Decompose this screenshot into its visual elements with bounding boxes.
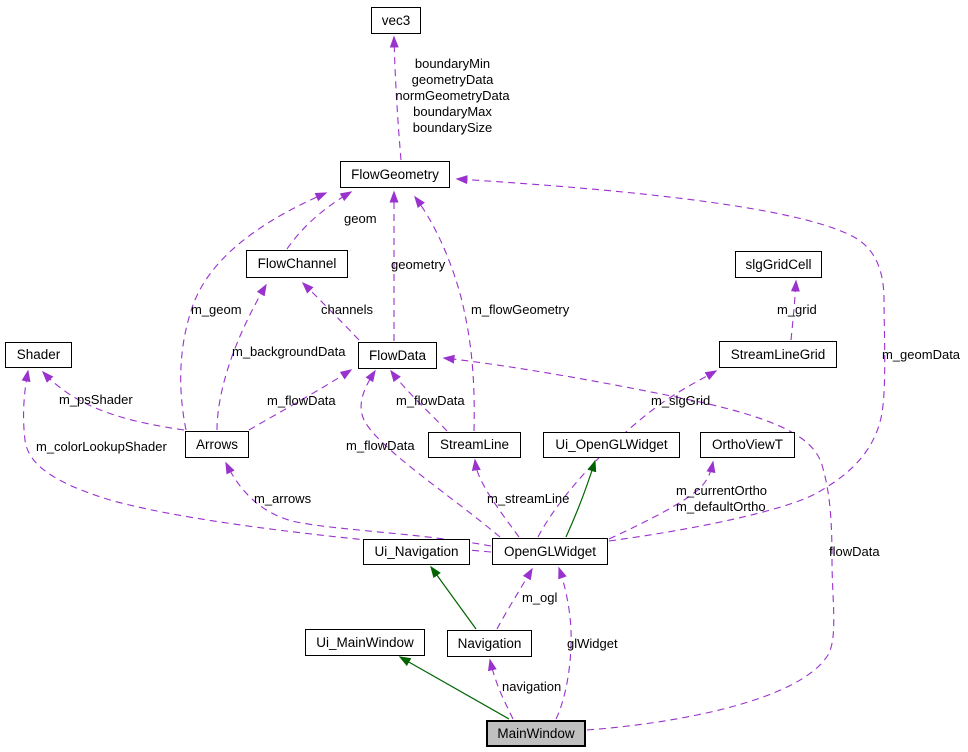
node-navigation[interactable]: Navigation [447, 630, 532, 657]
edge-arrows-shader [41, 370, 185, 431]
node-uinavigation[interactable]: Ui_Navigation [363, 539, 470, 565]
edge-label-m-psshader: m_psShader [59, 392, 133, 407]
edge-openglwidget-orthoviewt [608, 460, 716, 540]
node-arrows[interactable]: Arrows [185, 431, 249, 458]
edge-label-glwidget: glWidget [567, 636, 618, 651]
node-flowchannel[interactable]: FlowChannel [246, 250, 348, 278]
edge-label-m-streamline: m_streamLine [487, 491, 570, 506]
edge-openglwidget-streamline [471, 458, 520, 538]
edge-label-vec3-members: boundaryMin geometryData normGeometryDat… [395, 56, 510, 135]
node-flowgeometry[interactable]: FlowGeometry [340, 161, 450, 188]
edge-label-m-geom: m_geom [191, 302, 242, 317]
edge-label-m-colorlookupshader: m_colorLookupShader [36, 439, 167, 454]
node-streamline[interactable]: StreamLine [428, 432, 521, 458]
edge-label-channels: channels [321, 302, 374, 317]
edge-label-m-flowgeometry: m_flowGeometry [471, 302, 570, 317]
edge-flowgeometry-vec3 [389, 35, 402, 161]
edge-label-m-arrows: m_arrows [254, 491, 312, 506]
edge-label-m-backgrounddata: m_backgroundData [232, 344, 346, 359]
edge-label-geometry: geometry [391, 257, 446, 272]
edge-mainwindow-navigation [487, 658, 514, 720]
edge-label-m-flowdata-arrows: m_flowData [267, 393, 336, 408]
edge-streamlinegrid-slggridcell [790, 279, 800, 341]
edge-navigation-openglwidget [496, 567, 533, 630]
edge-label-m-flowdata-ogl: m_flowData [346, 438, 415, 453]
edge-label-m-grid: m_grid [777, 302, 817, 317]
edge-openglwidget-arrows [225, 461, 492, 547]
edge-label-geom: geom [344, 211, 377, 226]
edge-openglwidget-streamlinegrid [537, 370, 718, 538]
node-orthoviewt[interactable]: OrthoViewT [700, 432, 795, 458]
edge-streamline-flowdata [390, 369, 448, 432]
node-uimainwindow[interactable]: Ui_MainWindow [305, 629, 425, 656]
edge-label-ortho-members: m_currentOrtho m_defaultOrtho [676, 483, 768, 514]
edge-flowchannel-flowgeometry [286, 191, 353, 250]
edge-streamline-flowgeometry [414, 195, 475, 432]
node-slggridcell[interactable]: slgGridCell [735, 251, 822, 278]
edge-label-m-flowdata-streamline: m_flowData [396, 393, 465, 408]
edge-navigation-uinavigation [430, 565, 477, 630]
edge-flowdata-flowchannel [301, 281, 360, 341]
edge-arrows-flowdata [248, 369, 353, 431]
node-vec3[interactable]: vec3 [371, 7, 421, 34]
edge-openglwidget-flowdata [360, 369, 501, 538]
edge-mainwindow-openglwidget [555, 566, 572, 720]
edge-openglwidget-shader [21, 369, 492, 553]
node-uiopenglwidget[interactable]: Ui_OpenGLWidget [543, 432, 680, 458]
edge-mainwindow-uimainwindow [398, 656, 510, 720]
edge-label-navigation: navigation [502, 679, 562, 694]
node-mainwindow[interactable]: MainWindow [486, 720, 586, 747]
node-flowdata[interactable]: FlowData [358, 342, 437, 369]
edge-arrows-flowgeometry [180, 192, 328, 431]
node-streamlinegrid[interactable]: StreamLineGrid [719, 341, 837, 368]
node-shader[interactable]: Shader [5, 342, 72, 368]
node-openglwidget[interactable]: OpenGLWidget [492, 538, 608, 565]
edge-label-m-ogl: m_ogl [522, 590, 558, 605]
edge-arrows-flowchannel [216, 283, 267, 431]
edge-mainwindow-flowdata [442, 354, 835, 731]
edge-openglwidget-uiopenglwidget [565, 459, 597, 538]
edge-openglwidget-flowgeometry [455, 175, 886, 542]
edge-label-m-geomdata: m_geomData [882, 347, 961, 362]
edge-label-m-slggrid: m_slgGrid [651, 393, 711, 408]
edge-label-flowdata: flowData [829, 544, 880, 559]
